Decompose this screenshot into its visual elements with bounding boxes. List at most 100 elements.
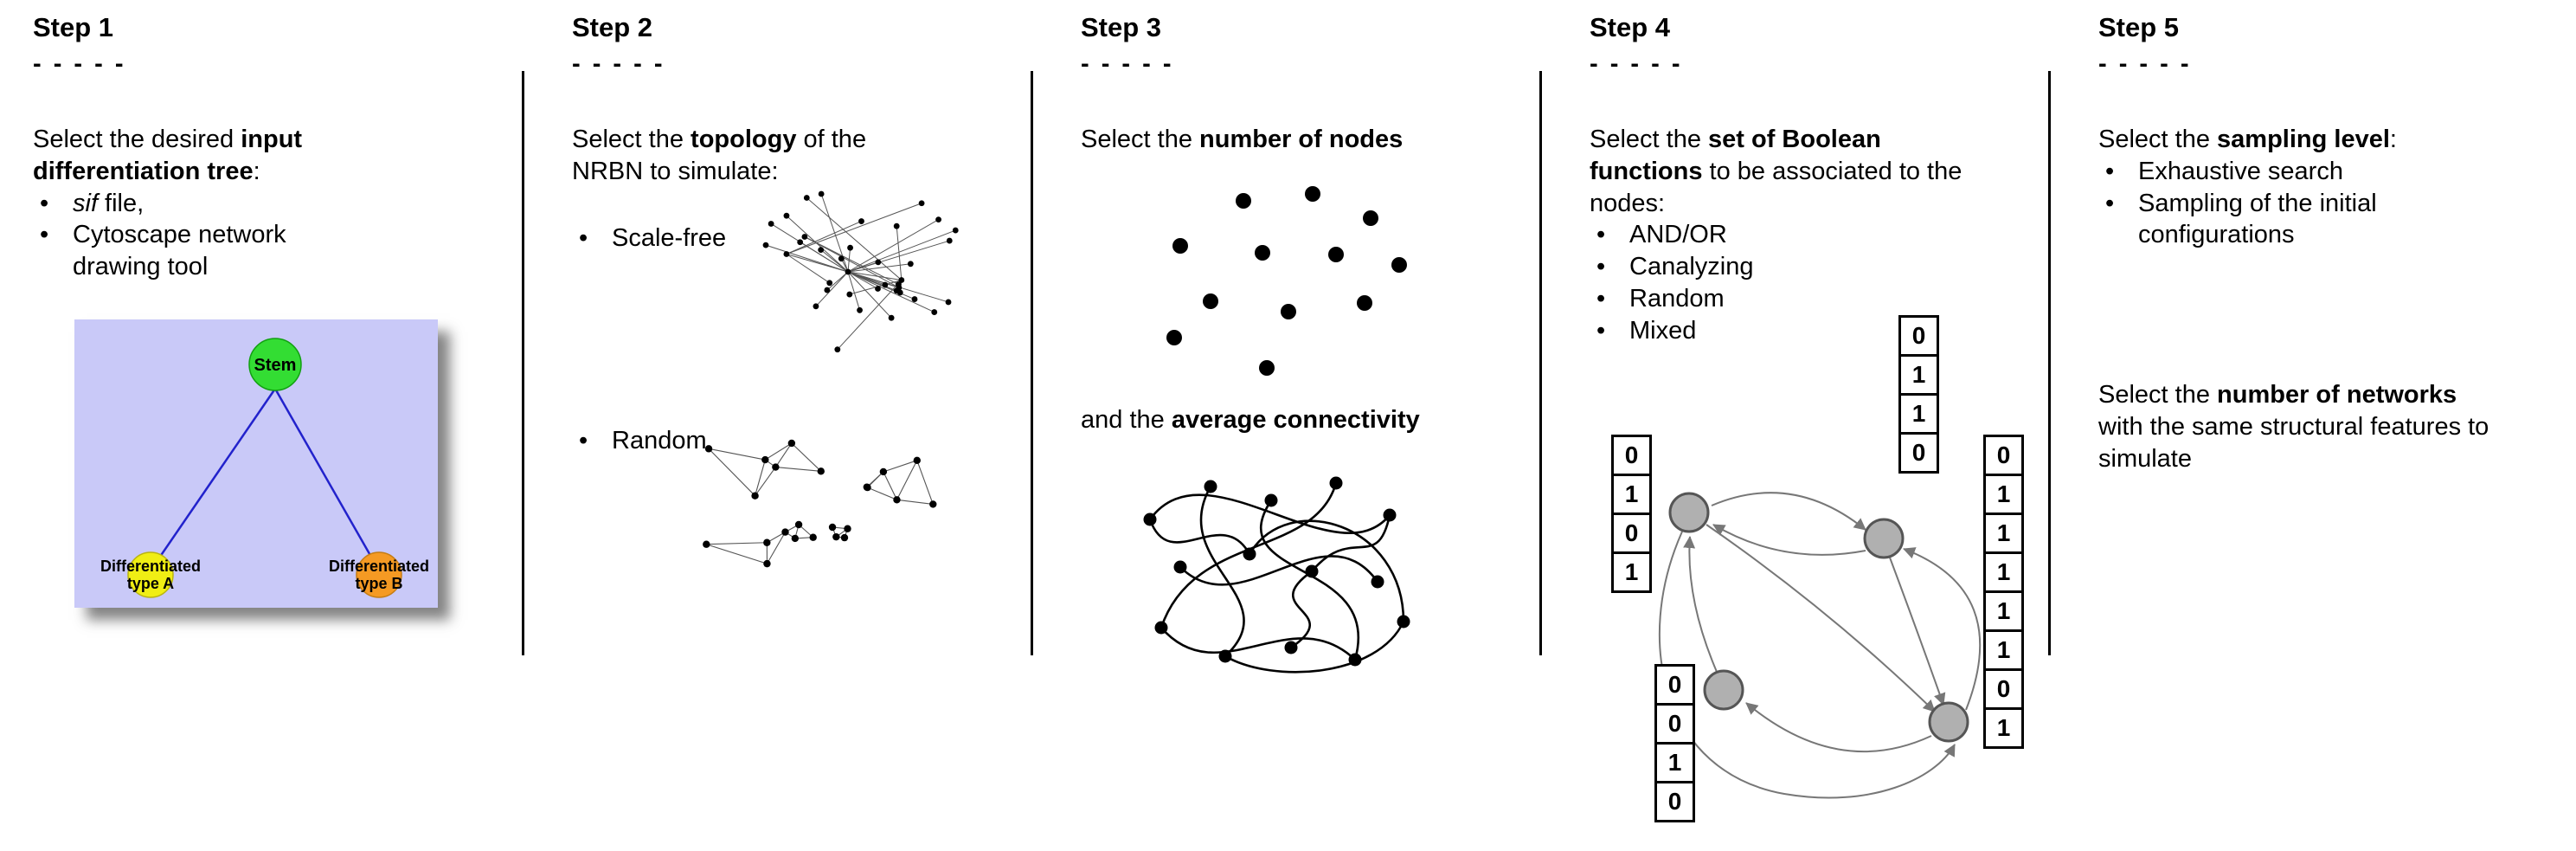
truth-table-cell: 0	[1654, 781, 1695, 822]
truth-table-cell: 1	[1983, 590, 2024, 632]
truth-table-cell: 0	[1611, 513, 1652, 554]
bullet-item: • Scale-free	[572, 222, 1022, 255]
bullet-item: • Mixed	[1590, 315, 2040, 347]
bullet-marker: •	[1596, 221, 1606, 249]
bullet-item: • Random	[572, 425, 1022, 457]
truth-table-cell: 0	[1898, 432, 1939, 474]
intro-text: to be associated to the nodes:	[1590, 157, 1963, 217]
step-5-title: Step 5	[2098, 12, 2180, 42]
intro-bold-text: sampling level	[2217, 126, 2390, 153]
network-node	[1863, 518, 1905, 559]
column-divider	[2048, 71, 2051, 655]
truth-table-cell: 1	[1898, 354, 1939, 396]
type-a-node-label-line1: Differentiated	[100, 558, 201, 575]
truth-table-cell: 1	[1983, 474, 2024, 515]
step-4-dashes: - - - - -	[1590, 50, 1683, 78]
bullet-text: AND/OR	[1629, 221, 1727, 249]
random-network-graphic	[703, 439, 937, 568]
intro-text: Select the	[2098, 126, 2218, 153]
network-arrow	[1658, 531, 1956, 799]
bullet-text: Random	[612, 427, 707, 455]
intro-text: of the NRBN to simulate:	[572, 126, 867, 185]
nodes-dots-graphic	[1166, 185, 1407, 376]
step-2-column: Step 2 - - - - - Select the topology of …	[524, 0, 1031, 851]
network-node	[1668, 492, 1710, 533]
network-arrow	[1683, 536, 1718, 673]
bullet-italic-text: sif	[73, 189, 98, 217]
type-b-node-label-line1: Differentiated	[329, 558, 429, 575]
intro-text: Select the desired	[33, 126, 241, 153]
bullet-item: • Random	[1590, 283, 2040, 315]
bullet-marker: •	[40, 189, 49, 217]
truth-table-bottom: 0 0 1 0	[1654, 664, 1695, 822]
bullet-marker: •	[40, 221, 49, 249]
bullet-text: Exhaustive search	[2138, 157, 2343, 185]
type-b-node	[356, 551, 402, 598]
scale-free-network-graphic	[762, 190, 959, 353]
step-2-intro: Select the topology of the NRBN to simul…	[572, 124, 944, 188]
truth-table-cell: 0	[1611, 435, 1652, 476]
type-a-node-label-line2: type A	[127, 575, 174, 592]
type-b-node-label-line2: type B	[355, 575, 402, 592]
network-arrow	[1889, 557, 1946, 706]
bullet-marker: •	[1596, 316, 1606, 345]
truth-table-cell: 1	[1898, 393, 1939, 435]
step-4-intro: Select the set of Boolean functions to b…	[1590, 124, 1970, 219]
truth-table-right: 0 1 1 1 1 1 0 1	[1983, 435, 2024, 749]
truth-table-cell: 1	[1611, 551, 1652, 593]
step-1-dashes: - - - - -	[33, 50, 126, 78]
bullet-item: • AND/OR	[1590, 219, 2040, 251]
step-5-dashes: - - - - -	[2098, 50, 2192, 78]
bullet-marker: •	[2105, 157, 2115, 185]
bullet-text: sif file,	[73, 188, 513, 220]
intro-text: Select the	[1081, 126, 1200, 153]
column-divider	[1539, 71, 1542, 655]
step-5-column: Step 5 - - - - - Select the sampling lev…	[2051, 0, 2557, 851]
bullet-text: Mixed	[1629, 316, 1697, 345]
step-5-intro-networks: Select the number of networks with the s…	[2098, 379, 2505, 474]
differentiation-tree-image: Stem Differentiated type A Differentiate…	[74, 319, 438, 609]
network-arrow	[1711, 492, 1866, 531]
truth-table-cell: 1	[1983, 513, 2024, 554]
bullet-item: • Sampling of the initial configurations	[2098, 188, 2548, 252]
step-1-column: Step 1 - - - - - Select the desired inpu…	[16, 0, 522, 851]
truth-table-cell: 1	[1611, 474, 1652, 515]
bullet-text: Random	[1629, 285, 1725, 313]
step-3-title: Step 3	[1081, 12, 1162, 42]
bullet-text: Sampling of the initial configurations	[2138, 189, 2377, 249]
bullet-marker: •	[579, 223, 588, 252]
boolean-network-graphic	[1658, 492, 1982, 799]
bullet-marker: •	[1596, 253, 1606, 281]
stem-node-label: Stem	[254, 356, 297, 375]
step-3-dashes: - - - - -	[1081, 50, 1174, 78]
bullet-text: Canalyzing	[1629, 253, 1754, 281]
bullet-item: • Exhaustive search	[2098, 156, 2548, 188]
truth-table-cell: 0	[1983, 435, 2024, 476]
connectivity-network-graphic	[1143, 476, 1410, 674]
step-3-intro-connectivity: and the average connectivity	[1081, 404, 1531, 436]
stem-node	[248, 338, 302, 391]
truth-table-cell: 1	[1983, 551, 2024, 593]
column-divider	[1031, 71, 1033, 655]
intro-bold-text: set of Boolean functions	[1590, 126, 1881, 185]
truth-table-top: 0 1 1 0	[1898, 315, 1939, 474]
truth-table-cell: 0	[1898, 315, 1939, 357]
network-arrow	[1706, 524, 1936, 712]
step-1-intro: Select the desired input differentiation…	[33, 124, 448, 188]
intro-text: and the	[1081, 405, 1172, 434]
intro-text: with the same structural features to sim…	[2098, 413, 2489, 473]
intro-bold-text: input differentiation tree	[33, 126, 303, 185]
step-4-column: Step 4 - - - - - Select the set of Boole…	[1542, 0, 2048, 851]
truth-table-cell: 0	[1654, 664, 1695, 706]
step-2-title: Step 2	[572, 12, 653, 42]
truth-table-cell: 1	[1983, 629, 2024, 671]
bullet-marker: •	[2105, 189, 2115, 217]
bullet-text: Scale-free	[612, 223, 727, 252]
network-node	[1703, 669, 1744, 711]
bullet-marker: •	[1596, 285, 1606, 313]
boolean-network-figure: 0 1 1 0 0 1 0 1 0 1 1 1 1 1 0 1	[1585, 305, 2061, 848]
intro-bold-text: average connectivity	[1171, 405, 1420, 434]
intro-text: :	[253, 157, 260, 185]
network-arrow	[1903, 547, 1982, 711]
